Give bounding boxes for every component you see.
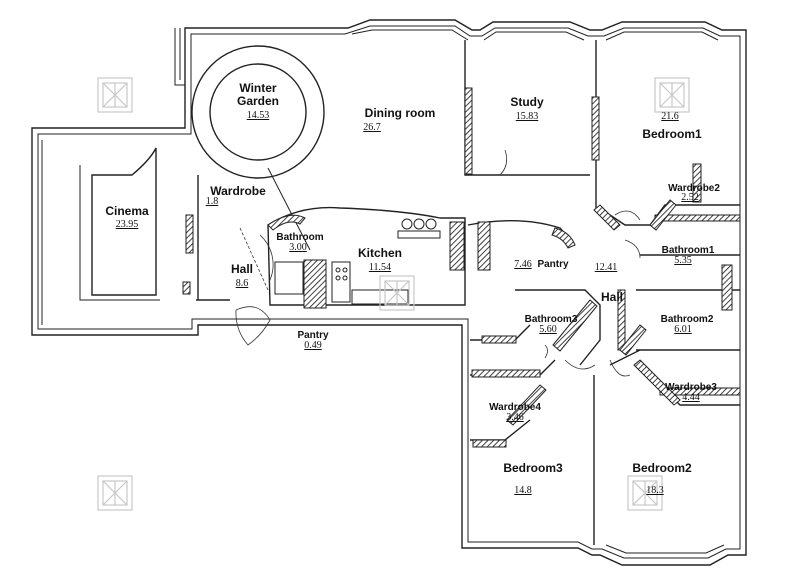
bathroom-area: 3.00 — [289, 242, 307, 253]
bedroom3-label: Bedroom3 — [503, 461, 563, 475]
wardrobe4-area: 3.46 — [506, 412, 524, 423]
wardrobe3-area: 4.44 — [682, 392, 700, 403]
wardrobe2-area: 2.52 — [681, 192, 699, 203]
dining-room-area: 26.7 — [363, 122, 381, 133]
pantry-left-label: Pantry — [297, 330, 329, 341]
hatched-walls — [182, 87, 741, 448]
hall-left-area: 8.6 — [236, 278, 249, 289]
wardrobe-label: Wardrobe — [210, 184, 266, 198]
winter-garden-area: 14.53 — [247, 110, 270, 121]
kitchen-area: 11.54 — [369, 262, 391, 273]
bathroom2-area: 6.01 — [674, 324, 692, 335]
wardrobe4-label: Wardrobe4 — [489, 402, 541, 413]
room-labels: Winter Garden 14.53 Dining room 26.7 Stu… — [105, 81, 720, 496]
winter-garden-label-1: Winter — [239, 81, 277, 95]
bedroom2-area: 18.3 — [646, 485, 664, 496]
bay-windows — [351, 29, 725, 554]
wardrobe2-label: Wardrobe2 — [668, 183, 720, 194]
hall-center-label: Hall — [601, 290, 623, 304]
winter-garden-label-2: Garden — [237, 94, 279, 108]
cinema-area: 23.95 — [116, 219, 139, 230]
dining-room-label: Dining room — [365, 106, 436, 120]
bedroom1-area: 21.6 — [661, 111, 679, 122]
bathroom2-label: Bathroom2 — [661, 314, 714, 325]
wardrobe3-label: Wardrobe3 — [665, 382, 717, 393]
bathroom3-label: Bathroom3 — [525, 314, 578, 325]
pantry-left-area: 0.49 — [304, 340, 322, 351]
bathroom1-label: Bathroom1 — [662, 245, 715, 256]
hall-left-label: Hall — [231, 262, 253, 276]
wardrobe-area: 1.8 — [206, 196, 219, 207]
bedroom2-label: Bedroom2 — [632, 461, 692, 475]
doors — [235, 149, 641, 377]
outer-walls — [31, 19, 747, 566]
hall-center-area: 12.41 — [595, 262, 618, 273]
study-label: Study — [510, 95, 544, 109]
bedroom3-area: 14.8 — [514, 485, 532, 496]
winter-garden — [191, 45, 325, 251]
kitchen-label: Kitchen — [358, 246, 402, 260]
bathroom1-area: 5.35 — [674, 255, 692, 266]
bathroom-label: Bathroom — [276, 232, 323, 243]
pantry-center-area: 7.46 — [514, 259, 532, 270]
bedroom1-label: Bedroom1 — [642, 127, 702, 141]
study-area: 15.83 — [516, 111, 539, 122]
pantry-center-label: Pantry — [537, 259, 569, 270]
bathroom3-area: 5.60 — [539, 324, 557, 335]
cinema-label: Cinema — [105, 204, 149, 218]
